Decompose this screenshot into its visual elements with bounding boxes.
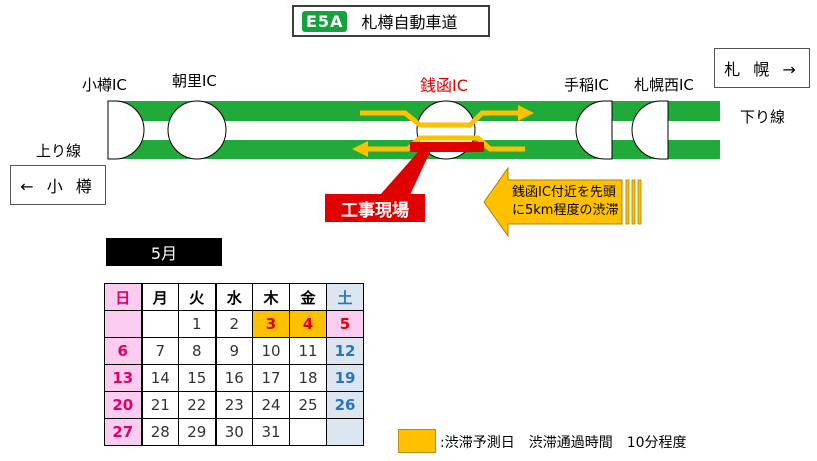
- calendar-week-row: 1 2 3 4 5: [104, 310, 364, 338]
- sapporo-nishi-ic-shape: [631, 100, 669, 160]
- weekday-wed: 水: [214, 283, 253, 311]
- day-cell: 14: [140, 364, 179, 392]
- day-cell: 8: [178, 337, 216, 365]
- day-cell: 31: [252, 418, 290, 446]
- day-cell: 23: [214, 391, 253, 419]
- day-cell: 24: [252, 391, 290, 419]
- day-cell: 12: [326, 337, 364, 365]
- day-cell: 28: [140, 418, 179, 446]
- day-cell: 10: [252, 337, 290, 365]
- ic-label-zenibako: 銭函IC: [420, 76, 468, 95]
- day-cell: 9: [214, 337, 253, 365]
- day-cell: 1: [178, 310, 216, 338]
- up-line-label: 上り線: [36, 142, 82, 160]
- route-code-badge: E5A: [302, 10, 348, 32]
- day-cell: 22: [178, 391, 216, 419]
- ic-label-otaru: 小樽IC: [82, 76, 127, 94]
- day-cell: 15: [178, 364, 216, 392]
- day-cell: 26: [326, 391, 364, 419]
- day-cell: 16: [214, 364, 253, 392]
- jam-arrowhead-right: [518, 105, 534, 121]
- calendar-week-row: 6 7 8 9 10 11 12: [104, 337, 364, 365]
- work-site-bar: [410, 142, 484, 152]
- day-cell: 18: [289, 364, 327, 392]
- weekday-sat: 土: [326, 283, 364, 311]
- day-cell: 20: [104, 391, 142, 419]
- jam-arrow-stripe-1: [625, 179, 630, 225]
- calendar-month: 5月: [106, 238, 222, 266]
- teine-ic-shape: [575, 100, 613, 160]
- work-site-pointer: [380, 152, 430, 195]
- otaru-ic-shape: [107, 100, 145, 160]
- down-line-label: 下り線: [740, 108, 786, 126]
- jam-block-arrow: [483, 166, 623, 238]
- legend-swatch: [398, 429, 436, 453]
- day-cell: [140, 310, 179, 338]
- jam-note-line2: に5km程度の渋滞: [512, 203, 619, 218]
- ic-label-asari: 朝里IC: [172, 72, 217, 90]
- jam-arrow-stripe-3: [637, 179, 642, 225]
- ic-label-sapporo-nishi: 札幌西IC: [634, 76, 694, 94]
- weekday-thu: 木: [252, 283, 290, 311]
- calendar-week-row: 13 14 15 16 17 18 19: [104, 364, 364, 392]
- direction-box-sapporo: 札 幌 →: [714, 48, 810, 88]
- route-name: 札樽自動車道: [361, 13, 458, 32]
- jam-arrows: [360, 110, 525, 152]
- day-cell: 7: [140, 337, 179, 365]
- day-cell: 29: [178, 418, 216, 446]
- calendar-weekday-row: 日 月 火 水 木 金 土: [104, 283, 364, 311]
- asari-ic-shape: [167, 100, 227, 160]
- weekday-mon: 月: [140, 283, 179, 311]
- road-upper-band: [108, 101, 720, 121]
- day-cell: 25: [289, 391, 327, 419]
- day-cell: 19: [326, 364, 364, 392]
- day-cell: [289, 418, 327, 446]
- day-cell: 6: [104, 337, 142, 365]
- day-cell: 27: [104, 418, 142, 446]
- weekday-tue: 火: [178, 283, 216, 311]
- weekday-sun: 日: [104, 283, 142, 311]
- calendar-week-row: 20 21 22 23 24 25 26: [104, 391, 364, 419]
- day-cell: [104, 310, 142, 338]
- route-title-box: E5A 札樽自動車道: [292, 5, 490, 37]
- day-cell: 11: [289, 337, 327, 365]
- day-cell-predicted: 4: [289, 310, 327, 338]
- ic-label-teine: 手稲IC: [564, 76, 609, 94]
- jam-arrow-stripe-2: [631, 179, 636, 225]
- day-cell: [326, 418, 364, 446]
- calendar-week-row: 27 28 29 30 31: [104, 418, 364, 446]
- day-cell: 21: [140, 391, 179, 419]
- weekday-fri: 金: [289, 283, 327, 311]
- day-cell: 17: [252, 364, 290, 392]
- work-site-label: 工事現場: [325, 194, 425, 222]
- day-cell: 30: [214, 418, 253, 446]
- day-cell: 5: [326, 310, 364, 338]
- legend-text: :渋滞予測日 渋滞通過時間 10分程度: [440, 435, 687, 451]
- day-cell: 2: [214, 310, 253, 338]
- jam-arrowhead-left: [352, 141, 368, 157]
- jam-note-line1: 銭函IC付近を先頭: [512, 185, 616, 200]
- day-cell-predicted: 3: [252, 310, 290, 338]
- day-cell: 13: [104, 364, 142, 392]
- calendar-table: 日 月 火 水 木 金 土 1 2 3 4 5 6 7 8 9 10 11 12…: [104, 283, 364, 446]
- direction-box-otaru: ← 小 樽: [10, 165, 106, 205]
